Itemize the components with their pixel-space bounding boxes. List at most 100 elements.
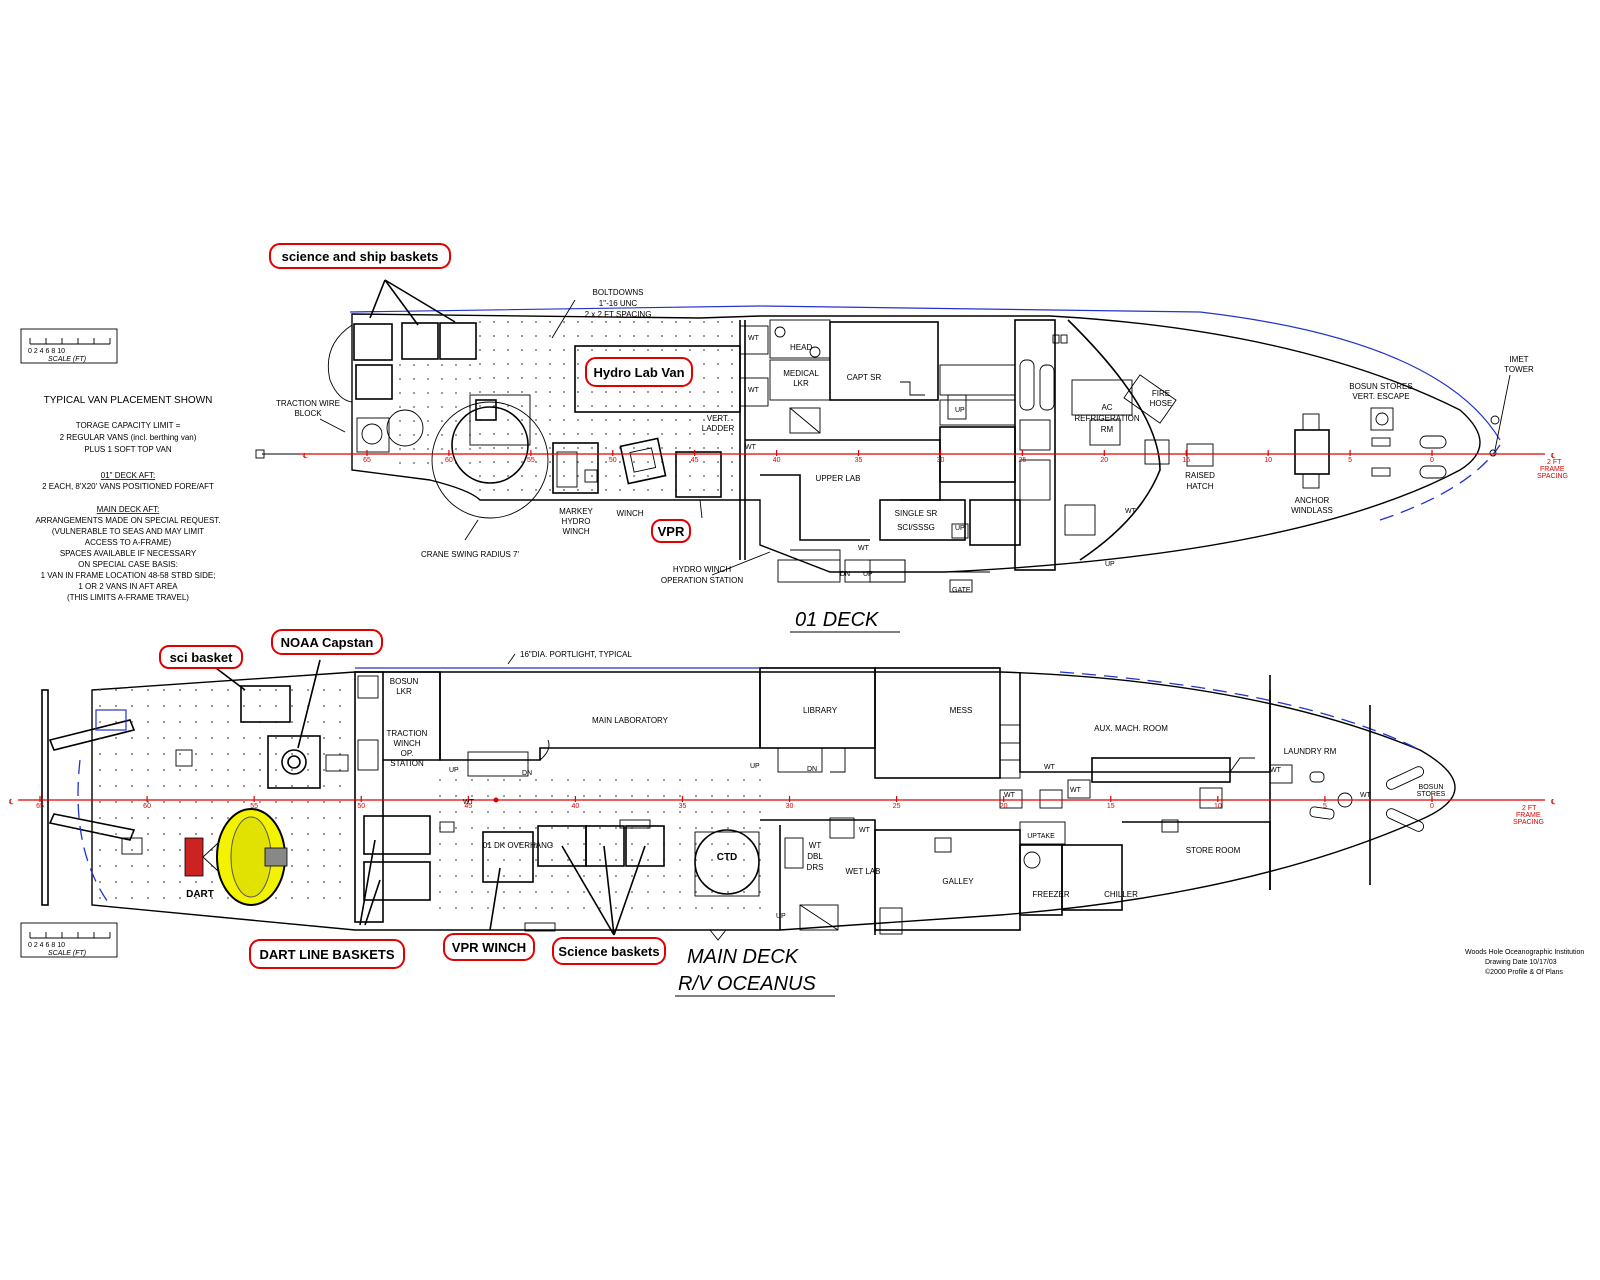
deck-01-title: 01 DECK: [795, 609, 880, 631]
stair-dn: DN: [522, 770, 532, 777]
boltdown-point: [307, 849, 309, 851]
ac-label-2: REFRIGERATION: [1074, 414, 1139, 423]
boltdown-point: [679, 779, 681, 781]
boltdown-point: [591, 475, 593, 477]
boltdown-point: [399, 406, 401, 408]
frame-number: 20: [1000, 803, 1008, 810]
wt-door: WT: [748, 335, 760, 342]
anchor-label: ANCHOR: [1295, 496, 1330, 505]
laundry-label: LAUNDRY RM: [1284, 747, 1337, 756]
boltdown-point: [413, 392, 415, 394]
boltdown-point: [695, 779, 697, 781]
boltdown-point: [727, 795, 729, 797]
wt-door: WT: [745, 444, 757, 451]
boltdown-point: [339, 897, 341, 899]
boltdown-point: [731, 349, 733, 351]
boltdown-point: [441, 378, 443, 380]
boltdown-point: [675, 391, 677, 393]
boltdown-point: [147, 721, 149, 723]
ship-basket: [353, 323, 393, 361]
boltdown-point: [131, 769, 133, 771]
boltdown-point: [689, 461, 691, 463]
boltdown-point: [99, 817, 101, 819]
boltdown-point: [535, 489, 537, 491]
boltdown-point: [619, 335, 621, 337]
boltdown-point: [441, 406, 443, 408]
boltdown-point: [147, 785, 149, 787]
boltdown-point: [663, 779, 665, 781]
boltdown-point: [471, 891, 473, 893]
boltdown-point: [243, 785, 245, 787]
boltdown-point: [323, 897, 325, 899]
boltdown-point: [507, 475, 509, 477]
boltdown-point: [619, 489, 621, 491]
boltdown-point: [549, 363, 551, 365]
boltdown-point: [339, 865, 341, 867]
boltdown-point: [339, 833, 341, 835]
medical-label-1: MEDICAL: [783, 369, 819, 378]
frame-number: 35: [855, 457, 863, 464]
boltdown-point: [399, 434, 401, 436]
boltdown-point: [507, 349, 509, 351]
boltdown-point: [487, 875, 489, 877]
boltdown-point: [703, 405, 705, 407]
boltdown-point: [521, 475, 523, 477]
boltdown-point: [211, 721, 213, 723]
boltdown-point: [455, 859, 457, 861]
boltdown-point: [163, 705, 165, 707]
callout-noaa-capstan: NOAA Capstan: [271, 629, 383, 655]
boltdown-point: [731, 447, 733, 449]
frame-number: 0: [1430, 457, 1434, 464]
boltdown-point: [689, 405, 691, 407]
boltdown-point: [759, 891, 761, 893]
boltdown-point: [131, 897, 133, 899]
main-lab-label: MAIN LABORATORY: [592, 716, 669, 725]
boltdown-point: [631, 843, 633, 845]
boltdown-point: [563, 335, 565, 337]
boltdown-point: [339, 817, 341, 819]
boltdown-point: [599, 843, 601, 845]
boltdown-point: [703, 335, 705, 337]
boltdown-point: [675, 419, 677, 421]
boltdown-point: [339, 737, 341, 739]
boltdown-point: [583, 795, 585, 797]
boltdown-point: [163, 753, 165, 755]
boltdown-point: [647, 321, 649, 323]
science-basket: [401, 322, 439, 360]
callout-hydro-lab-van: Hydro Lab Van: [585, 357, 693, 387]
vpr-winch-box: [482, 831, 534, 883]
boltdown-point: [163, 865, 165, 867]
boltdown-point: [631, 859, 633, 861]
boltdown-point: [631, 907, 633, 909]
imet-tower: [1489, 449, 1497, 457]
boltdown-point: [519, 779, 521, 781]
callout-vpr-winch: VPR WINCH: [443, 933, 535, 961]
boltdown-point: [211, 785, 213, 787]
boltdown-point: [307, 689, 309, 691]
scale-ticks: 0 2 4 6 8 10: [28, 942, 65, 949]
boltdown-point: [147, 753, 149, 755]
credit-line-2: Drawing Date 10/17/03: [1485, 959, 1557, 966]
boltdown-point: [275, 785, 277, 787]
boltdown-point: [591, 391, 593, 393]
boltdown-point: [711, 779, 713, 781]
capt-sr-label: CAPT SR: [847, 373, 882, 382]
main-deck-boltdown-grid: [99, 689, 761, 909]
boltdown-point: [661, 489, 663, 491]
note-main-8: (THIS LIMITS A-FRAME TRAVEL): [67, 593, 189, 602]
ac-label-3: RM: [1101, 425, 1114, 434]
boltdown-point: [663, 875, 665, 877]
centerline-symbol: ℄: [1550, 799, 1556, 806]
boltdown-point: [99, 689, 101, 691]
boltdown-point: [439, 907, 441, 909]
bosun-lkr-1: BOSUN: [390, 677, 419, 686]
frame-number: 55: [527, 457, 535, 464]
frame-spacing-2: FRAME: [1516, 812, 1541, 819]
boltdown-point: [479, 447, 481, 449]
boltdown-point: [661, 405, 663, 407]
boltdown-point: [259, 769, 261, 771]
boltdown-point: [439, 795, 441, 797]
boltdown-point: [619, 419, 621, 421]
